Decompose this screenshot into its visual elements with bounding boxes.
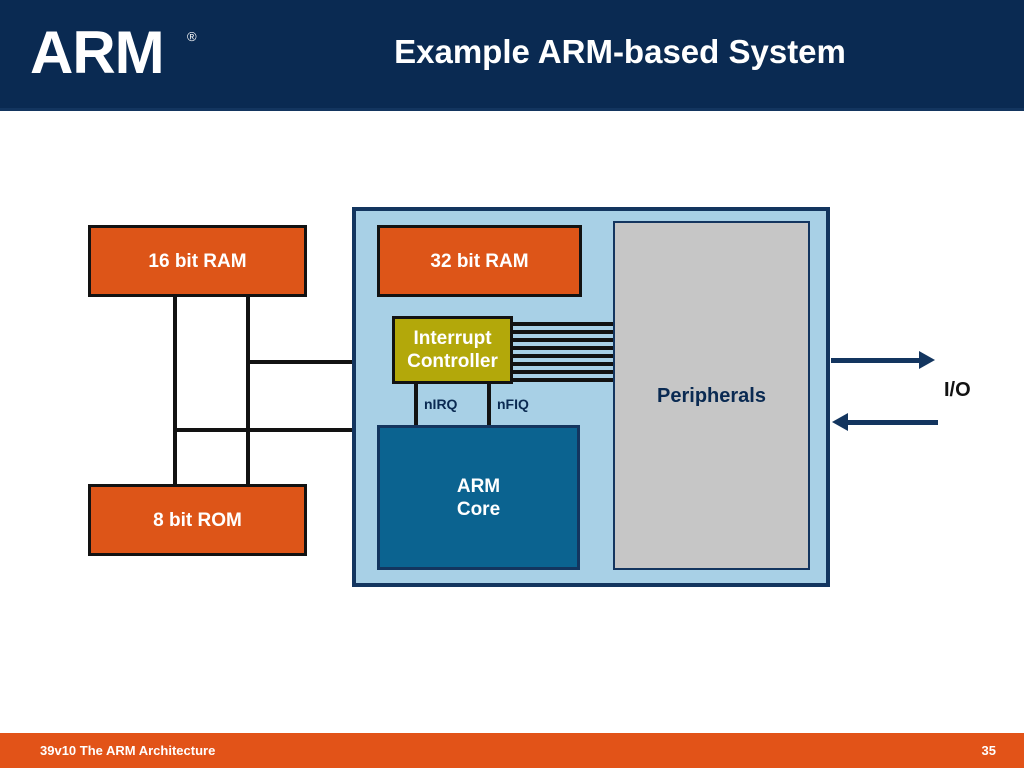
block-8-bit-rom-label: 8 bit ROM xyxy=(153,509,242,531)
interrupt-line-4 xyxy=(510,346,614,350)
bus-wire-vertical-right xyxy=(246,296,250,486)
block-16-bit-ram-label: 16 bit RAM xyxy=(148,250,247,272)
block-32-bit-ram-label: 32 bit RAM xyxy=(430,250,529,272)
block-peripherals: Peripherals xyxy=(613,221,810,570)
signal-wire-nfiq xyxy=(487,384,491,426)
io-in-arrow-shaft xyxy=(848,420,938,425)
interrupt-controller-label-line2: Controller xyxy=(407,351,498,372)
system-block-diagram: 16 bit RAM 8 bit ROM 32 bit RAM Interrup… xyxy=(0,110,1024,733)
interrupt-line-1 xyxy=(510,322,614,326)
footer-page-number: 35 xyxy=(981,743,996,758)
io-out-arrow-shaft xyxy=(831,358,921,363)
arm-core-label-line2: Core xyxy=(456,498,501,520)
arm-logo: ARM xyxy=(30,19,165,86)
block-interrupt-controller: Interrupt Controller xyxy=(392,316,513,384)
arm-core-label-line1: ARM xyxy=(456,475,501,497)
signal-wire-nirq xyxy=(414,384,418,426)
interrupt-line-3 xyxy=(510,338,614,342)
block-16-bit-ram: 16 bit RAM xyxy=(88,225,307,297)
bus-wire-vertical-left xyxy=(173,296,177,486)
interrupt-line-6 xyxy=(510,362,614,366)
arrow-right-icon xyxy=(919,351,935,369)
block-arm-core: ARM Core xyxy=(377,425,580,570)
interrupt-line-8 xyxy=(510,378,614,382)
interrupt-line-5 xyxy=(510,354,614,358)
interrupt-line-2 xyxy=(510,330,614,334)
peripherals-label: Peripherals xyxy=(657,384,766,407)
io-label: I/O xyxy=(944,379,971,401)
arrow-left-icon xyxy=(832,413,848,431)
block-8-bit-rom: 8 bit ROM xyxy=(88,484,307,556)
signal-label-nfiq: nFIQ xyxy=(497,396,529,412)
slide-footer: 39v10 The ARM Architecture 35 xyxy=(0,733,1024,768)
interrupt-controller-label-line1: Interrupt xyxy=(413,328,492,349)
page-title: Example ARM-based System xyxy=(394,33,846,70)
slide-header: ARM ® Example ARM-based System xyxy=(0,0,1024,110)
footer-title: 39v10 The ARM Architecture xyxy=(40,743,216,758)
bus-wire-horizontal-lower xyxy=(173,428,356,432)
bus-wire-horizontal-upper xyxy=(246,360,356,364)
interrupt-line-7 xyxy=(510,370,614,374)
signal-label-nirq: nIRQ xyxy=(424,396,458,412)
header-divider xyxy=(0,108,1024,111)
registered-trademark-icon: ® xyxy=(187,29,197,44)
block-32-bit-ram: 32 bit RAM xyxy=(377,225,582,297)
